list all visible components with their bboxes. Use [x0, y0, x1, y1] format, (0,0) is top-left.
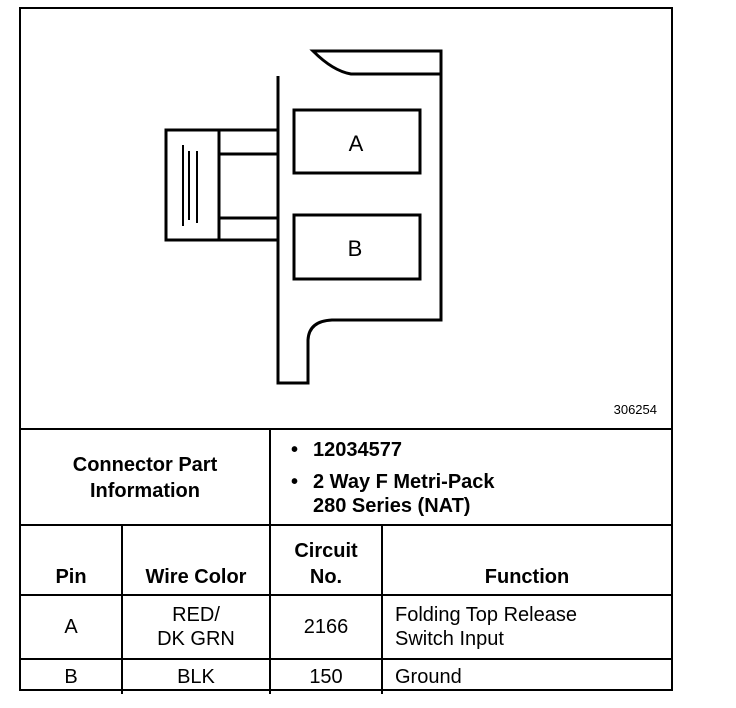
cell-wire-color: RED/ DK GRN	[121, 594, 271, 660]
cell-function: Ground	[381, 658, 671, 694]
cavity-a	[292, 108, 422, 175]
connector-series: 2 Way F Metri-Pack 280 Series (NAT)	[291, 470, 495, 518]
figure-id: 306254	[613, 402, 657, 417]
cell-pin: A	[21, 594, 123, 660]
cell-wire-color: BLK	[121, 658, 271, 694]
table-row: A RED/ DK GRN 2166 Folding Top Release S…	[21, 594, 671, 660]
connector-body-outline	[276, 49, 443, 385]
connector-drawing: A B	[164, 49, 443, 385]
connector-info-label: Connector Part Information	[72, 454, 218, 502]
header-pin: Pin	[21, 524, 123, 596]
header-wire-color: Wire Color	[121, 524, 271, 596]
cell-function: Folding Top Release Switch Input	[381, 594, 671, 660]
connector-info-list: 12034577 2 Way F Metri-Pack 280 Series (…	[291, 438, 495, 526]
header-circuit-no: Circuit No.	[269, 524, 383, 596]
cavity-b	[292, 213, 422, 281]
table-header-row: Pin Wire Color Circuit No. Function	[21, 524, 671, 596]
cavity-a-label: A	[349, 131, 364, 156]
cell-pin: B	[21, 658, 123, 694]
connector-info-row: Connector Part Information 12034577 2 Wa…	[21, 428, 671, 526]
cell-circuit: 150	[269, 658, 383, 694]
table-row: B BLK 150 Ground	[21, 658, 671, 694]
cell-circuit: 2166	[269, 594, 383, 660]
connector-sheet: A B 306254 Connector Part Information 12…	[19, 7, 673, 694]
connector-diagram: A B 306254	[21, 9, 671, 428]
header-function: Function	[381, 524, 671, 596]
cavity-b-label: B	[348, 236, 363, 261]
pin-table: Pin Wire Color Circuit No. Function A RE…	[21, 524, 671, 694]
wire-boot	[164, 128, 221, 242]
info-divider	[269, 430, 271, 526]
part-number: 12034577	[291, 438, 495, 462]
